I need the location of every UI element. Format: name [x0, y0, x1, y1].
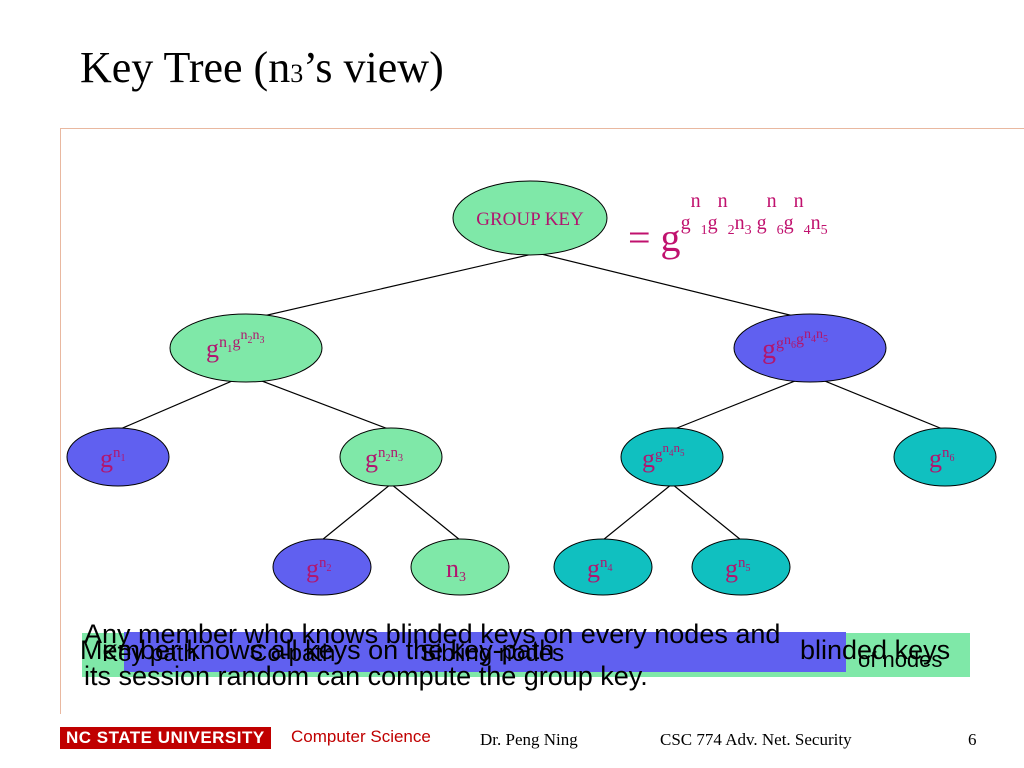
node-l3-b — [410, 538, 510, 596]
node-l3-a — [272, 538, 372, 596]
edge-root-right — [536, 252, 811, 321]
root-node — [452, 180, 608, 256]
university-logo: NC STATE UNIVERSITY — [60, 727, 271, 749]
edge-c-c — [602, 483, 673, 541]
node-l3-a-label: gn2 — [306, 554, 332, 583]
edge-left-a — [117, 374, 247, 431]
overlay-text-blinded: blinded keys — [800, 635, 951, 665]
group-key-exponent: gn1gn2n3 gn6gn4n5 — [680, 190, 828, 238]
group-key-formula: = ggn1gn2n3 gn6gn4n5 — [628, 190, 828, 260]
edge-root-left — [245, 252, 538, 321]
overlay-text-member: Member knows all keys on the key-path — [80, 635, 555, 665]
edge-b-b — [390, 483, 461, 541]
root-label: GROUP KEY — [476, 209, 584, 230]
node-l2-c — [620, 427, 724, 487]
frame-horizontal-rule — [60, 128, 1024, 129]
overlay-text-keypath: Key path — [102, 640, 197, 667]
overlay-text-sibling: Sibling nodes — [420, 640, 565, 667]
edge-right-d — [809, 374, 946, 431]
node-l2-d — [893, 427, 997, 487]
edge-left-b — [245, 374, 392, 431]
slide-title: Key Tree (n3’s view) — [80, 43, 444, 92]
node-l3-c — [553, 538, 653, 596]
node-l3-d — [691, 538, 791, 596]
department-label: Computer Science — [291, 727, 431, 746]
statement-line-1: Any member who knows blinded keys on eve… — [84, 619, 781, 649]
edge-c-d — [671, 483, 742, 541]
edge-right-c — [671, 374, 811, 431]
overlay-text-ofnodes: of nodes — [858, 647, 943, 672]
edge-b-a — [321, 483, 392, 541]
footer-page-number: 6 — [968, 730, 977, 749]
statement-line-2: its session random can compute the group… — [84, 661, 648, 691]
overlay-text-copath: Co-path — [250, 640, 336, 667]
frame-vertical-rule — [60, 128, 61, 714]
footer-course: CSC 774 Adv. Net. Security — [660, 730, 852, 749]
node-l1-left — [169, 313, 323, 383]
node-l2-a — [66, 427, 170, 487]
node-l2-b — [339, 427, 443, 487]
overlay-box-blue — [124, 632, 846, 672]
node-l1-right — [733, 313, 887, 383]
footer-author: Dr. Peng Ning — [480, 730, 578, 749]
